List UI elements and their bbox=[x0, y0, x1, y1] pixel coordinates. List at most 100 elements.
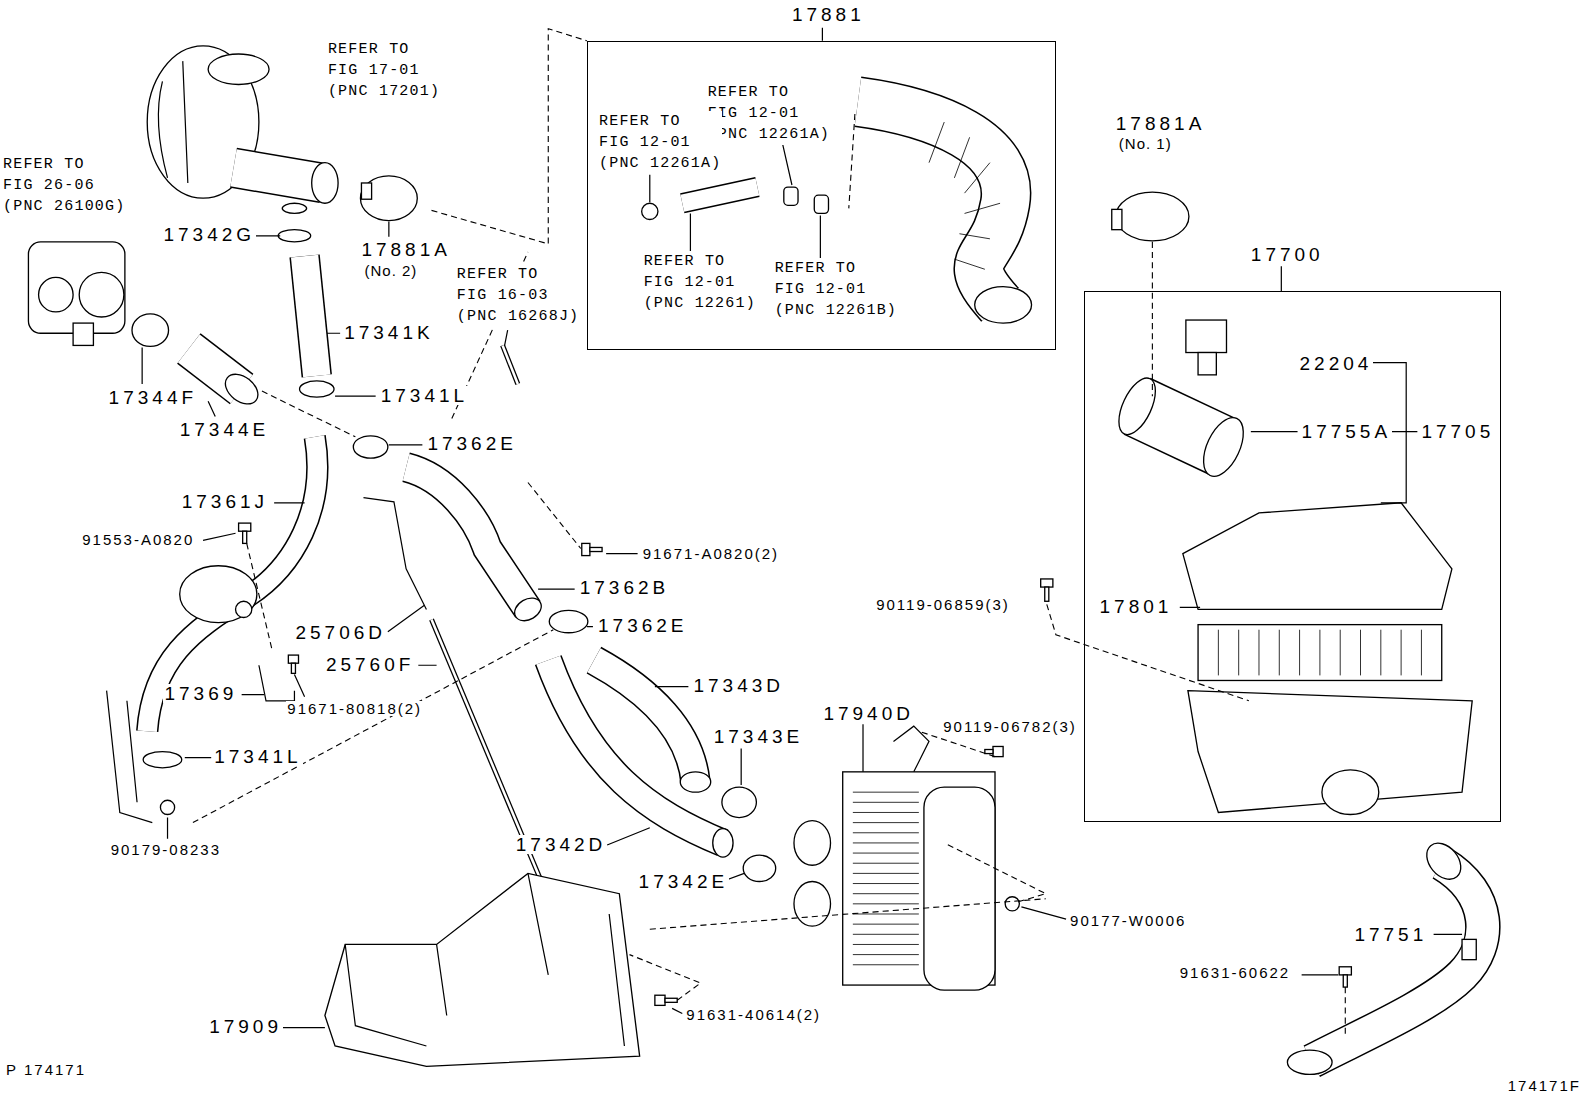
part-number: 17755A bbox=[1301, 422, 1393, 441]
tube-end bbox=[1195, 412, 1251, 483]
clamp bbox=[360, 176, 417, 221]
pump-outlet bbox=[234, 168, 323, 183]
bracket bbox=[259, 665, 295, 701]
group-number: 17881 bbox=[791, 5, 866, 24]
part-number: 91671-A0820(2) bbox=[642, 546, 780, 561]
pipe bbox=[406, 467, 528, 609]
hose-ribs bbox=[929, 122, 1000, 269]
clamp bbox=[549, 610, 588, 632]
reference-note: REFER TO FIG 17-01 (PNC 17201) bbox=[327, 39, 441, 102]
pump-ribs bbox=[158, 61, 187, 183]
hose bbox=[305, 256, 317, 376]
part-number: 91671-80818(2) bbox=[286, 701, 423, 716]
clamp bbox=[300, 381, 335, 397]
reference-note: REFER TO FIG 12-01 (PNC 12261B) bbox=[774, 258, 898, 321]
part-number: 91631-40614(2) bbox=[685, 1007, 822, 1022]
pump-outlet-end bbox=[312, 163, 338, 204]
hose-end bbox=[220, 368, 264, 410]
part-number: 17801 bbox=[1099, 597, 1174, 616]
reference-note: REFER TO FIG 12-01 (PNC 12261) bbox=[643, 251, 757, 314]
grommet bbox=[814, 195, 828, 213]
part-number: 90179-08233 bbox=[110, 842, 222, 857]
pipe bbox=[147, 437, 317, 731]
part-number: 17751 bbox=[1353, 925, 1428, 944]
clamp bbox=[278, 230, 310, 242]
intercooler-fins bbox=[853, 792, 919, 965]
throttle-sensor bbox=[73, 323, 93, 345]
part-number: 174171F bbox=[1507, 1078, 1582, 1093]
pipe-drum bbox=[180, 566, 257, 623]
clamp bbox=[132, 314, 169, 346]
intercooler-port bbox=[794, 821, 831, 866]
part-number: 17342G bbox=[162, 225, 256, 244]
air-flow-sensor bbox=[1198, 353, 1216, 375]
part-number: 17341L bbox=[380, 386, 469, 405]
part-number: 91553-A0820 bbox=[81, 532, 195, 547]
bracket bbox=[363, 498, 426, 610]
air-inlet-end bbox=[1287, 1050, 1332, 1074]
intercooler-port bbox=[794, 882, 831, 927]
part-number: 17940D bbox=[822, 704, 915, 723]
part-number: 90119-06859(3) bbox=[875, 597, 1011, 612]
part-number: 17909 bbox=[208, 1017, 283, 1036]
clamp bbox=[722, 787, 757, 817]
intercooler-tank bbox=[924, 787, 995, 990]
throttle-bore bbox=[39, 277, 74, 312]
filter-element bbox=[1198, 625, 1442, 681]
group-box: 17881REFER TO FIG 12-01 (PNC 12261A)REFE… bbox=[587, 41, 1056, 351]
part-number: P 174171 bbox=[5, 1062, 87, 1077]
clip bbox=[642, 203, 658, 219]
bolts bbox=[160, 523, 1351, 1005]
small-hose bbox=[682, 187, 757, 203]
part-number: 91631-60622 bbox=[1179, 965, 1291, 980]
small-hose bbox=[503, 345, 518, 384]
pump-nipple bbox=[282, 203, 306, 213]
cleaner-lid bbox=[1183, 503, 1452, 610]
filter-pleats bbox=[1218, 630, 1421, 676]
throttle-body bbox=[28, 242, 124, 333]
hose bbox=[305, 256, 317, 376]
reference-note: REFER TO FIG 12-01 (PNC 12261A) bbox=[707, 82, 831, 145]
part-number: 90119-06782(3) bbox=[942, 719, 1078, 734]
reference-note: REFER TO FIG 26-06 (PNC 26100G) bbox=[2, 154, 126, 217]
pump-outlet bbox=[234, 168, 323, 183]
reference-note: REFER TO FIG 12-01 (PNC 12261A) bbox=[598, 111, 722, 174]
clamp-screw bbox=[361, 183, 371, 199]
part-number: 17362B bbox=[579, 578, 671, 597]
part-number: 17343E bbox=[713, 727, 805, 746]
part-number: 17362E bbox=[597, 616, 689, 635]
small-hose bbox=[682, 187, 757, 203]
clamp-screw bbox=[1112, 209, 1122, 229]
part-number: 17344E bbox=[179, 420, 271, 439]
small-hose bbox=[503, 345, 518, 384]
part-number: 17343D bbox=[692, 676, 785, 695]
throttle-bore bbox=[79, 272, 124, 317]
part-number: 17361J bbox=[181, 492, 269, 511]
quantity-note: (No. 2) bbox=[363, 263, 418, 278]
part-number: 25760F bbox=[325, 655, 415, 674]
group-box: 177002220417755A1770517801 bbox=[1084, 291, 1501, 822]
air-inlet bbox=[1312, 863, 1483, 1061]
cleaner-outlet bbox=[1322, 770, 1379, 815]
hose-end bbox=[713, 829, 733, 857]
part-number: 17369 bbox=[163, 684, 238, 703]
hose-end bbox=[680, 772, 710, 792]
part-number: 17342E bbox=[638, 872, 730, 891]
air-inlet-end bbox=[1420, 837, 1468, 886]
pipe-port bbox=[236, 601, 252, 617]
clamp bbox=[143, 752, 182, 768]
group-number: 17700 bbox=[1250, 245, 1325, 264]
part-number: 17341L bbox=[213, 747, 302, 766]
assembly-lines bbox=[193, 29, 1345, 1036]
part-number: 90177-W0006 bbox=[1069, 913, 1187, 928]
part-number: 17342D bbox=[515, 835, 608, 854]
tube-end bbox=[1111, 373, 1163, 440]
part-number: 17881A bbox=[1115, 114, 1207, 133]
clamp bbox=[743, 855, 775, 881]
clamp bbox=[353, 436, 388, 458]
pipe bbox=[406, 467, 528, 609]
grommet bbox=[784, 187, 798, 205]
clamp bbox=[1116, 192, 1189, 241]
pump-cap bbox=[208, 54, 269, 84]
